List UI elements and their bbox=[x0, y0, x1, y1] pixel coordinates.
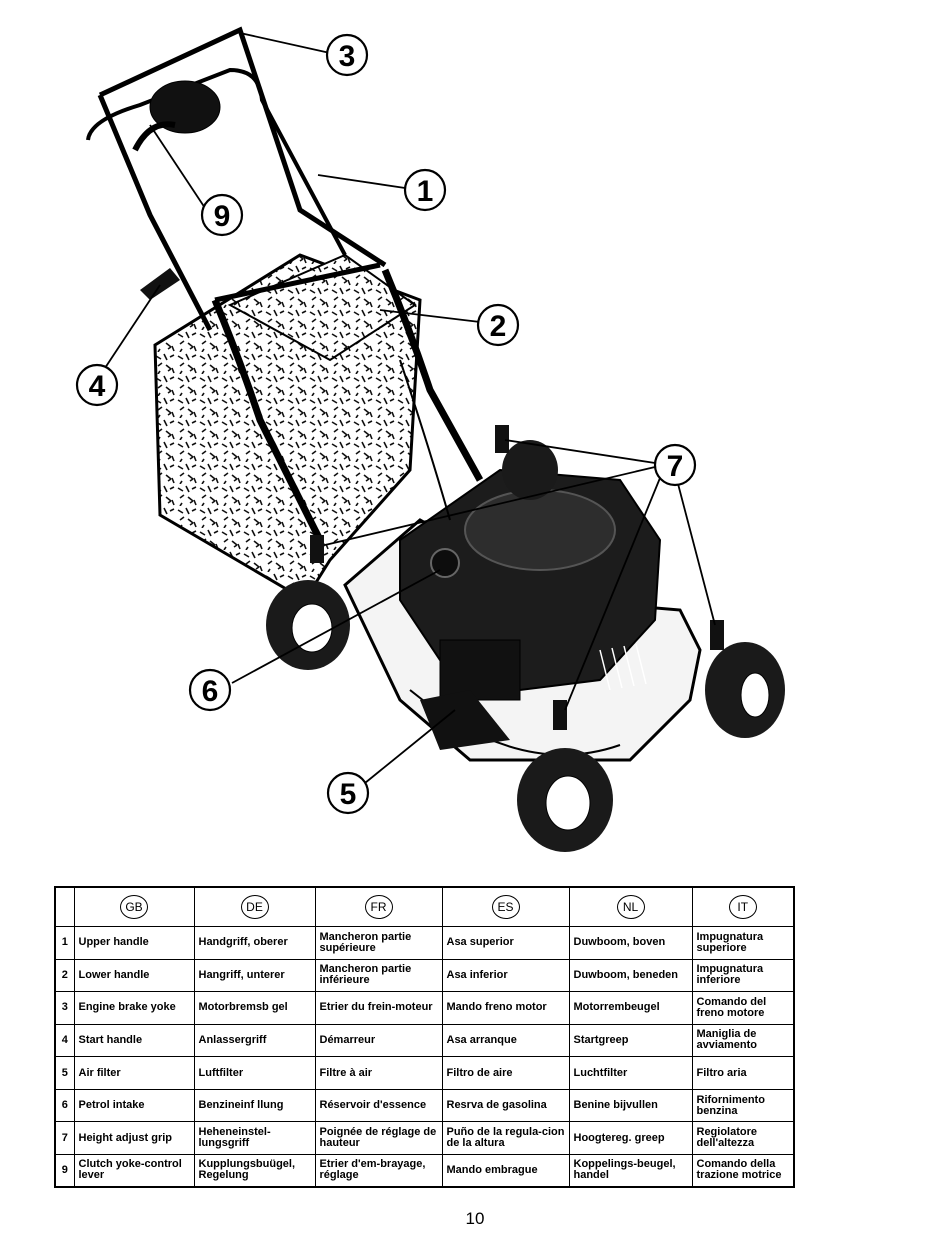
part-name-de: Motorbremsb gel bbox=[193, 991, 316, 1025]
wheel-front-left bbox=[517, 748, 613, 852]
part-name-es: Mando freno motor bbox=[441, 991, 570, 1025]
part-name-es: Asa superior bbox=[441, 926, 570, 960]
lawn-mower-illustration: 3 1 9 2 4 7 6 5 bbox=[75, 26, 785, 852]
language-badge-nl: NL bbox=[616, 895, 645, 919]
language-badge-de: DE bbox=[240, 895, 269, 919]
wheel-rear-right bbox=[502, 440, 558, 500]
engine-top-cover bbox=[464, 489, 616, 571]
grass-bag-top bbox=[227, 253, 417, 362]
height-adjust-grip bbox=[310, 535, 324, 563]
part-name-nl: Koppelings-beugel, handel bbox=[568, 1153, 693, 1188]
part-name-nl: Motorrembeugel bbox=[568, 991, 693, 1025]
part-number: 2 bbox=[54, 958, 75, 993]
part-name-it: Impugnatura inferiore bbox=[691, 958, 795, 993]
part-name-gb: Engine brake yoke bbox=[73, 991, 195, 1025]
part-number: 1 bbox=[54, 926, 75, 960]
part-name-gb: Clutch yoke-control lever bbox=[73, 1153, 195, 1188]
part-name-fr: Poignée de réglage de hauteur bbox=[314, 1121, 443, 1155]
part-name-fr: Réservoir d'essence bbox=[314, 1088, 443, 1123]
part-number: 4 bbox=[54, 1023, 75, 1058]
part-name-es: Filtro de aire bbox=[441, 1056, 570, 1090]
part-name-de: Hangriff, unterer bbox=[193, 958, 316, 993]
language-badge-gb: GB bbox=[120, 895, 148, 919]
part-number: 7 bbox=[54, 1121, 75, 1155]
part-number: 9 bbox=[54, 1153, 75, 1188]
part-name-fr: Etrier du frein-moteur bbox=[314, 991, 443, 1025]
part-name-fr: Démarreur bbox=[314, 1023, 443, 1058]
language-badge-it: IT bbox=[728, 895, 757, 919]
control-box bbox=[149, 80, 221, 134]
part-name-nl: Benine bijvullen bbox=[568, 1088, 693, 1123]
callout-3: 3 bbox=[339, 40, 356, 73]
part-name-fr: Mancheron partie inférieure bbox=[314, 958, 443, 993]
callout-1: 1 bbox=[417, 175, 434, 208]
part-name-it: Comando del freno motore bbox=[691, 991, 795, 1025]
part-name-nl: Luchtfilter bbox=[568, 1056, 693, 1090]
part-name-de: Kupplungsbuügel, Regelung bbox=[193, 1153, 316, 1188]
part-name-it: Regiolatore dell'altezza bbox=[691, 1121, 795, 1155]
start-handle bbox=[140, 268, 180, 300]
part-name-it: Impugnatura superiore bbox=[691, 926, 795, 960]
wheel-front-right bbox=[705, 642, 785, 738]
part-name-gb: Lower handle bbox=[73, 958, 195, 993]
language-header-row: GB DE FR ES NL IT bbox=[54, 886, 795, 927]
callout-4: 4 bbox=[89, 370, 106, 403]
part-number: 5 bbox=[54, 1056, 75, 1090]
part-number: 6 bbox=[54, 1088, 75, 1123]
callout-5: 5 bbox=[340, 778, 357, 811]
callout-7: 7 bbox=[667, 450, 684, 483]
part-name-nl: Startgreep bbox=[568, 1023, 693, 1058]
part-name-gb: Air filter bbox=[73, 1056, 195, 1090]
part-name-de: Luftfilter bbox=[193, 1056, 316, 1090]
part-name-es: Mando embrague bbox=[441, 1153, 570, 1188]
part-name-gb: Start handle bbox=[73, 1023, 195, 1058]
part-number: 3 bbox=[54, 991, 75, 1025]
callout-9: 9 bbox=[214, 200, 231, 233]
part-name-de: Anlassergriff bbox=[193, 1023, 316, 1058]
part-name-fr: Mancheron partie supérieure bbox=[314, 926, 443, 960]
part-name-de: Handgriff, oberer bbox=[193, 926, 316, 960]
page-number: 10 bbox=[465, 1209, 485, 1228]
part-name-fr: Etrier d'em-brayage, réglage bbox=[314, 1153, 443, 1188]
part-name-nl: Duwboom, beneden bbox=[568, 958, 693, 993]
part-name-es: Asa inferior bbox=[441, 958, 570, 993]
part-name-de: Benzineinf llung bbox=[193, 1088, 316, 1123]
part-name-es: Resrva de gasolina bbox=[441, 1088, 570, 1123]
part-name-it: Maniglia de avviamento bbox=[691, 1023, 795, 1058]
part-name-gb: Upper handle bbox=[73, 926, 195, 960]
language-badge-es: ES bbox=[491, 895, 520, 919]
part-name-it: Filtro aria bbox=[691, 1056, 795, 1090]
part-name-es: Puño de la regula-cion de la altura bbox=[441, 1121, 570, 1155]
language-badge-fr: FR bbox=[364, 895, 393, 919]
wheel-rear-left bbox=[266, 580, 350, 670]
part-name-it: Comando della trazione motrice bbox=[691, 1153, 795, 1188]
part-name-gb: Petrol intake bbox=[73, 1088, 195, 1123]
callout-2: 2 bbox=[490, 310, 507, 343]
part-name-nl: Hoogtereg. greep bbox=[568, 1121, 693, 1155]
part-name-de: Heheneinstel-lungsgriff bbox=[193, 1121, 316, 1155]
part-name-es: Asa arranque bbox=[441, 1023, 570, 1058]
lower-handle bbox=[211, 298, 324, 542]
air-filter bbox=[439, 639, 521, 701]
fuel-cap bbox=[430, 548, 460, 578]
part-name-nl: Duwboom, boven bbox=[568, 926, 693, 960]
part-name-it: Rifornimento benzina bbox=[691, 1088, 795, 1123]
callout-6: 6 bbox=[202, 675, 219, 708]
part-name-fr: Filtre à air bbox=[314, 1056, 443, 1090]
part-name-gb: Height adjust grip bbox=[73, 1121, 195, 1155]
